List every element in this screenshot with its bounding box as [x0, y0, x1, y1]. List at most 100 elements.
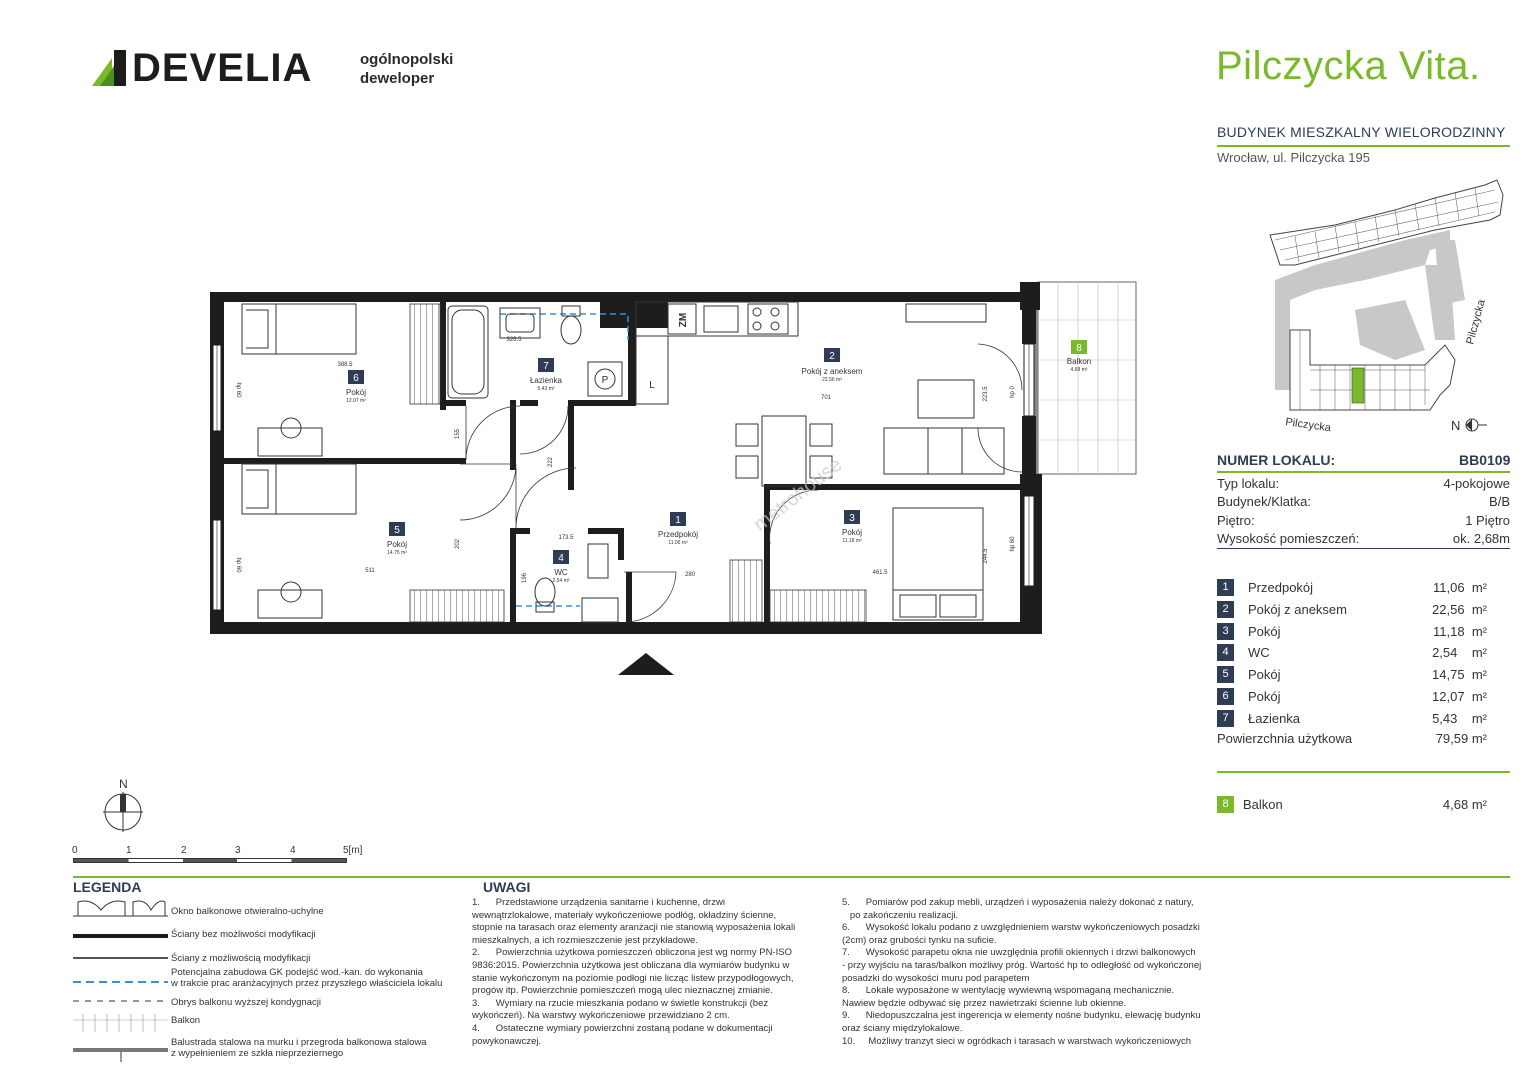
note-line: stanie wykończonym na poziomie podłogi n… — [472, 972, 794, 984]
info-value: ok. 2,68m — [1452, 531, 1510, 546]
room-area-unit: m² — [1471, 689, 1487, 704]
note-line: 9836:2015. Powierzchnia użytkowa jest ob… — [472, 959, 790, 971]
room-area-unit: m² — [1471, 645, 1487, 660]
divider — [73, 876, 1510, 878]
room-area: 4,68 m² — [1442, 797, 1487, 812]
notes-column-2: 5. Pomiarów pod zakup mebli, urządzeń i … — [842, 897, 1262, 1048]
scale-tick: 2 — [181, 845, 187, 856]
info-label: Wysokość pomieszczeń: — [1217, 531, 1360, 546]
room-label-name: Pokój — [387, 540, 407, 549]
room-label-area: 11.06 m² — [668, 540, 688, 546]
note-line: wykończeń). Na warstwy wykończeniowe prz… — [472, 1010, 730, 1022]
room-area: 12,07 m² — [1432, 689, 1487, 704]
unit-info-row: Piętro: 1 Piętro — [1217, 513, 1510, 528]
room-number-badge: 3 — [1217, 623, 1234, 640]
street-label-east: Pilczycka — [1464, 298, 1488, 346]
room-area: 14,75 m² — [1432, 667, 1487, 682]
room-area: 5,43 m² — [1432, 711, 1487, 726]
note-line: mieszkalnych, a ich rozmieszczenie jest … — [472, 934, 698, 946]
site-north-label: N — [1451, 418, 1460, 433]
compass: N — [103, 777, 143, 832]
scale-tick: 4 — [290, 845, 296, 856]
room-number-badge: 8 — [1217, 796, 1234, 813]
wall — [210, 292, 1022, 302]
l-label: L — [649, 380, 655, 391]
room-list-item: 2 Pokój z aneksem 22,56 m² — [1217, 601, 1487, 619]
north-arrow-icon — [103, 792, 143, 832]
note-line: stopnie na tarasach oraz elementy aranża… — [472, 922, 796, 934]
room-label-number: 6 — [353, 373, 359, 384]
dimension-label: 461.5 — [872, 570, 888, 576]
bed — [241, 463, 357, 515]
room-area-value: 11,18 — [1433, 624, 1465, 639]
note-line: (2cm) oraz grubości tynku na suficie. — [842, 934, 997, 946]
washer-label: P — [602, 375, 609, 386]
sofa — [883, 427, 1005, 475]
room-number-badge: 1 — [1217, 579, 1234, 596]
dimension-label: 388.5 — [337, 362, 353, 368]
coffee-table — [917, 379, 975, 419]
note-line: 1. Przedstawione urządzenia sanitarne i … — [472, 897, 725, 908]
room-area: 2,54 m² — [1432, 645, 1487, 660]
note-line: 6. Wysokość lokalu podano z uwzględnieni… — [842, 922, 1200, 934]
room-area-value: 14,75 — [1432, 667, 1465, 682]
dimension-label: 196 — [522, 572, 528, 583]
room-area-value: 12,07 — [1432, 689, 1465, 704]
dimension-label: 223.5 — [983, 386, 989, 402]
notes-title: UWAGI — [483, 879, 531, 895]
washer — [587, 361, 623, 397]
highlighted-building — [1351, 367, 1365, 404]
room-name: Pokój — [1248, 667, 1281, 682]
room-list-item: 1 Przedpokój 11,06 m² — [1217, 579, 1487, 597]
room-area-unit: m² — [1471, 580, 1487, 595]
scale-tick: 5[m] — [343, 845, 363, 856]
divider — [1217, 771, 1510, 773]
room-name: Pokój z aneksem — [1248, 602, 1347, 617]
logo-sub-line2: deweloper — [360, 70, 435, 87]
legend-item: Ściany z możliwością modyfikacji — [171, 953, 311, 964]
develia-logo-mark-icon — [92, 50, 126, 86]
hp-label: hp 0 — [1010, 386, 1016, 398]
dimension-label: 244.5 — [983, 548, 989, 564]
room-name: Balkon — [1243, 797, 1283, 812]
dining-table — [761, 415, 807, 487]
room-area: 11,06 m² — [1433, 580, 1487, 595]
info-value: 4-pokojowe — [1443, 476, 1511, 491]
room-name: Łazienka — [1248, 711, 1301, 726]
sink — [499, 307, 541, 339]
room-label-area: 5.43 m² — [538, 386, 555, 392]
hp-label: hp 60 — [1010, 536, 1016, 552]
room-number-badge: 7 — [1217, 710, 1234, 727]
room-label-area: 11.18 m² — [842, 538, 862, 544]
room-area-value: 2,54 — [1432, 645, 1458, 660]
kitchen-counter — [635, 301, 799, 337]
info-label: Piętro: — [1217, 513, 1255, 528]
room-label-number: 7 — [543, 361, 549, 372]
room-label-area: 22.56 m² — [822, 377, 842, 383]
note-line: oraz ściany międzylokalowe. — [842, 1022, 963, 1034]
note-line: 9. Niedopuszczalna jest ingerencja w ele… — [842, 1010, 1201, 1022]
entrance-arrow-icon — [618, 653, 674, 675]
note-line: 10. Możliwy tranzyt sieci w ogródkach i … — [842, 1035, 1191, 1047]
room-number-badge: 4 — [1217, 644, 1234, 661]
scale-tick: 0 — [72, 845, 78, 856]
room-area: 11,18 m² — [1433, 624, 1487, 639]
logo-word: DEVELIA — [132, 46, 313, 90]
info-label: Typ lokalu: — [1217, 476, 1280, 491]
legend-item: Obrys balkonu wyższej kondygnacji — [171, 997, 321, 1008]
note-line: 2. Powierzchnia użytkowa pomieszczeń obl… — [472, 947, 792, 959]
room-label-number: 1 — [675, 515, 681, 526]
street-label-south: Pilczycka — [1285, 416, 1333, 434]
room-label-name: Przedpokój — [658, 530, 698, 539]
balcony-row: 8 Balkon 4,68 m² — [1217, 796, 1487, 814]
room-label-number: 2 — [829, 351, 835, 362]
unit-info-row: Wysokość pomieszczeń: ok. 2,68m — [1217, 531, 1510, 546]
divider — [1217, 145, 1510, 147]
dimension-label: 701 — [821, 395, 832, 401]
room-label-name: Pokój — [842, 528, 862, 537]
hp-label: hp 60 — [235, 557, 241, 573]
room-number-badge: 6 — [1217, 688, 1234, 705]
note-line: 8. Lokale wyposażone w wentylację wywiew… — [842, 985, 1175, 997]
unit-info-row: Typ lokalu: 4-pokojowe — [1217, 476, 1510, 491]
legend-item: Ściany bez możliwości modyfikacji — [171, 929, 316, 940]
